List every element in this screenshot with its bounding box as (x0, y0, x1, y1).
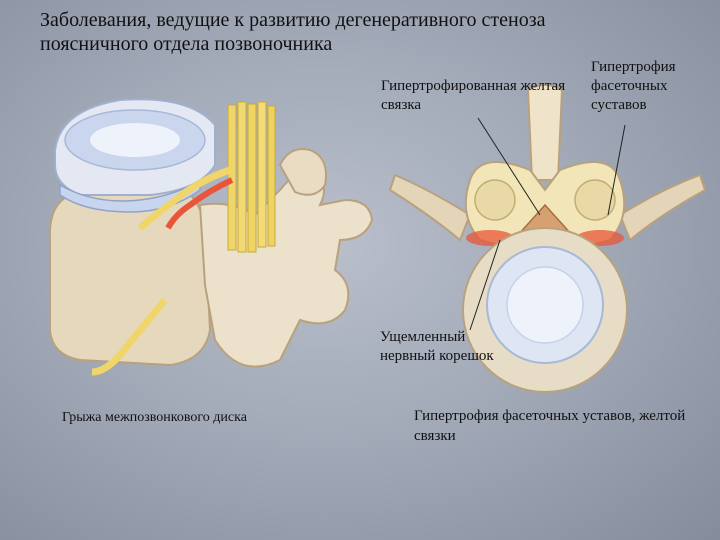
axial-spine-view (388, 84, 707, 393)
label-facet-ligament-hypertrophy: Гипертрофия фасеточных уставов, желтой с… (414, 408, 686, 444)
disc-nucleus-core (90, 123, 180, 157)
lateral-spine-view (48, 98, 374, 376)
label-disc-herniation: Грыжа межпозвонкового диска (62, 410, 247, 425)
transverse-process-right (618, 173, 707, 242)
transverse-process-left (388, 173, 472, 242)
slide-title: Заболевания, ведущие к развитию дегенера… (40, 9, 546, 55)
spinous-process (278, 148, 327, 196)
pointer-facet (607, 124, 626, 216)
axial-spinous-process (526, 84, 564, 181)
axial-disc-nucleus (506, 266, 584, 344)
posterior-elements (198, 171, 374, 368)
label-pointers (469, 117, 626, 331)
facet-joint-right (574, 179, 616, 221)
facet-joint-left (474, 179, 516, 221)
label-hypertrophied-ligament: Гипертрофированная желтая связка (381, 78, 566, 113)
nerve-bundle (227, 101, 276, 253)
exiting-nerve-root-upper (137, 166, 232, 231)
label-pinched-nerve-root: Ущемленный нервный корешок (380, 329, 494, 364)
label-facet-hypertrophy: Гипертрофия фасеточных суставов (591, 59, 676, 113)
pointer-ligament (477, 117, 541, 216)
pointer-root (469, 239, 501, 331)
inflamed-nerve-root (165, 177, 234, 230)
exiting-nerve-root-lower (91, 297, 168, 376)
